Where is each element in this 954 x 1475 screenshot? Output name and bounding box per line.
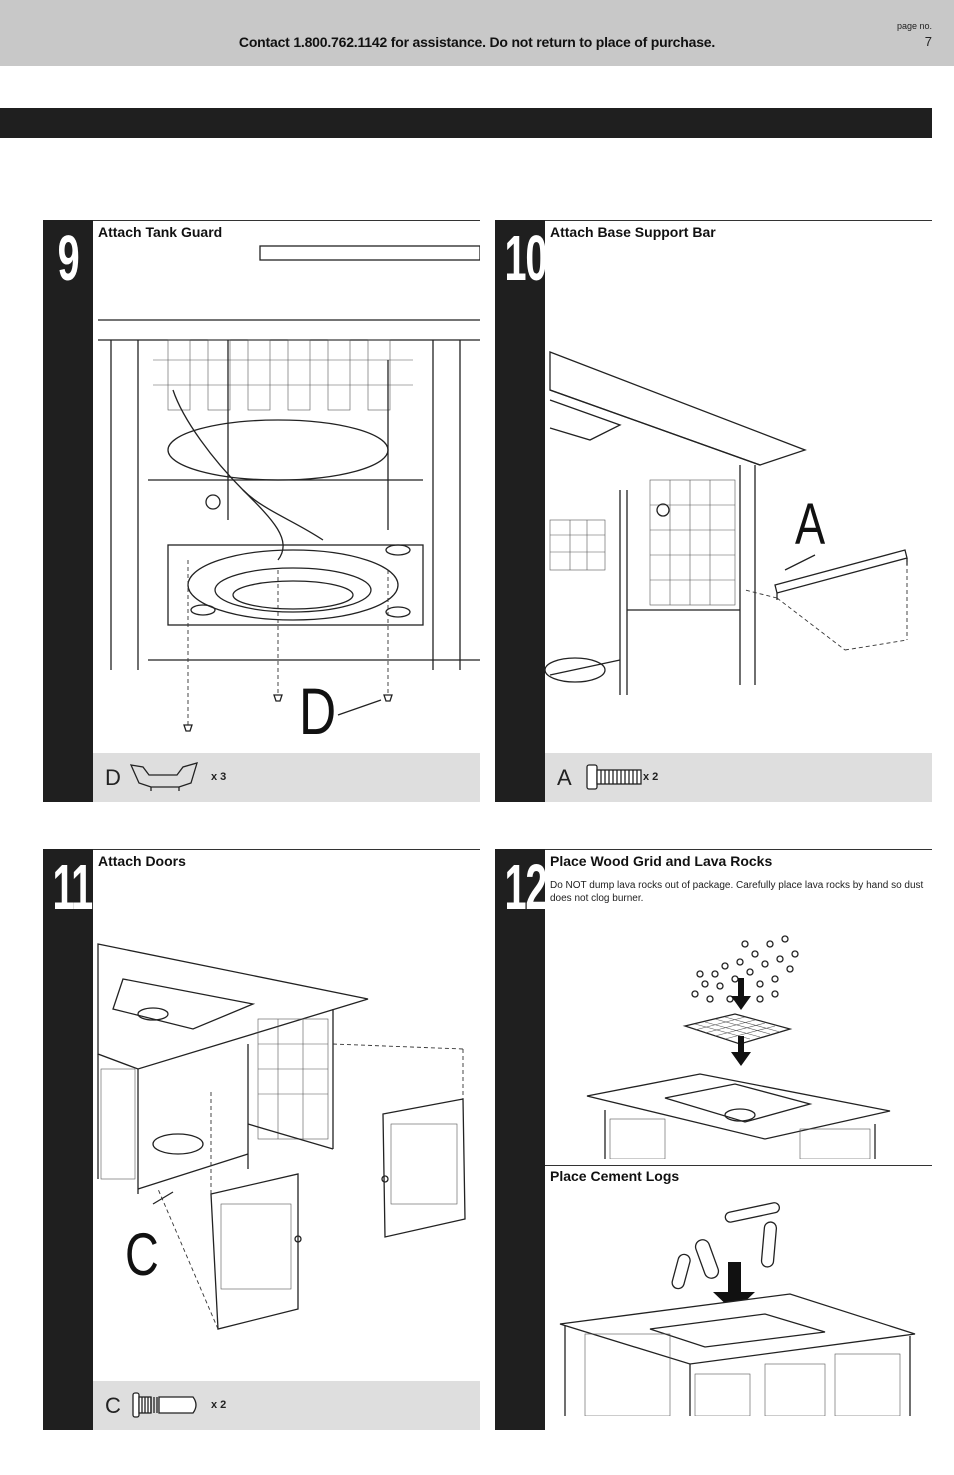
step-title: Attach Base Support Bar — [550, 224, 716, 240]
step-number: 10 — [504, 222, 548, 294]
step-title: Place Wood Grid and Lava Rocks — [550, 853, 773, 869]
substep-title: Place Cement Logs — [550, 1168, 680, 1184]
base-support-bar-illustration — [545, 351, 908, 695]
step-number-column: 9 — [43, 220, 93, 802]
hinge-pin-icon — [132, 1392, 197, 1418]
part-letter: C — [105, 1393, 121, 1418]
step-number: 11 — [52, 851, 94, 923]
part-quantity: x 2 — [211, 1399, 227, 1411]
step-title: Attach Tank Guard — [98, 224, 223, 240]
doors-illustration — [97, 943, 466, 1330]
part-quantity: x 3 — [211, 771, 227, 783]
wing-nut-icon — [129, 762, 198, 791]
parts-bar: C x 2 — [93, 1381, 480, 1430]
step-number-column: 10 — [495, 220, 548, 802]
tank-guard-illustration — [98, 245, 480, 732]
step-11: 11 Attach Doors C — [43, 849, 480, 1430]
lava-rocks-illustration — [586, 935, 891, 1159]
step-9: 9 Attach Tank Guard — [43, 220, 480, 802]
step-number-column: 11 — [43, 849, 93, 1430]
part-letter: A — [557, 765, 572, 790]
step-description: Do NOT dump lava rocks out of package. C… — [550, 880, 924, 904]
part-quantity: x 2 — [643, 771, 659, 783]
step-number: 12 — [504, 851, 548, 923]
header-band — [0, 0, 954, 66]
page-number-label: page no. — [896, 21, 932, 31]
parts-bar: A x 2 — [545, 753, 932, 802]
parts-bar: D x 3 — [93, 753, 480, 802]
step-title: Attach Doors — [98, 853, 186, 869]
callout-label-a: A — [795, 492, 826, 557]
bolt-icon — [586, 764, 642, 790]
page-number: 7 — [924, 34, 932, 49]
section-divider — [545, 1165, 932, 1166]
callout-label-d: D — [299, 674, 337, 748]
cement-logs-illustration — [559, 1202, 916, 1416]
assistance-contact: Contact 1.800.762.1142 for assistance. D… — [238, 34, 716, 50]
step-12: 12 Place Wood Grid and Lava Rocks Do NOT… — [495, 849, 932, 1430]
step-number-column: 12 — [495, 849, 548, 1430]
step-10: 10 Attach Base Support Bar — [495, 220, 932, 802]
section-bar — [0, 108, 932, 138]
part-letter: D — [105, 765, 121, 790]
step-number: 9 — [57, 222, 80, 294]
callout-label-c: C — [125, 1221, 159, 1288]
